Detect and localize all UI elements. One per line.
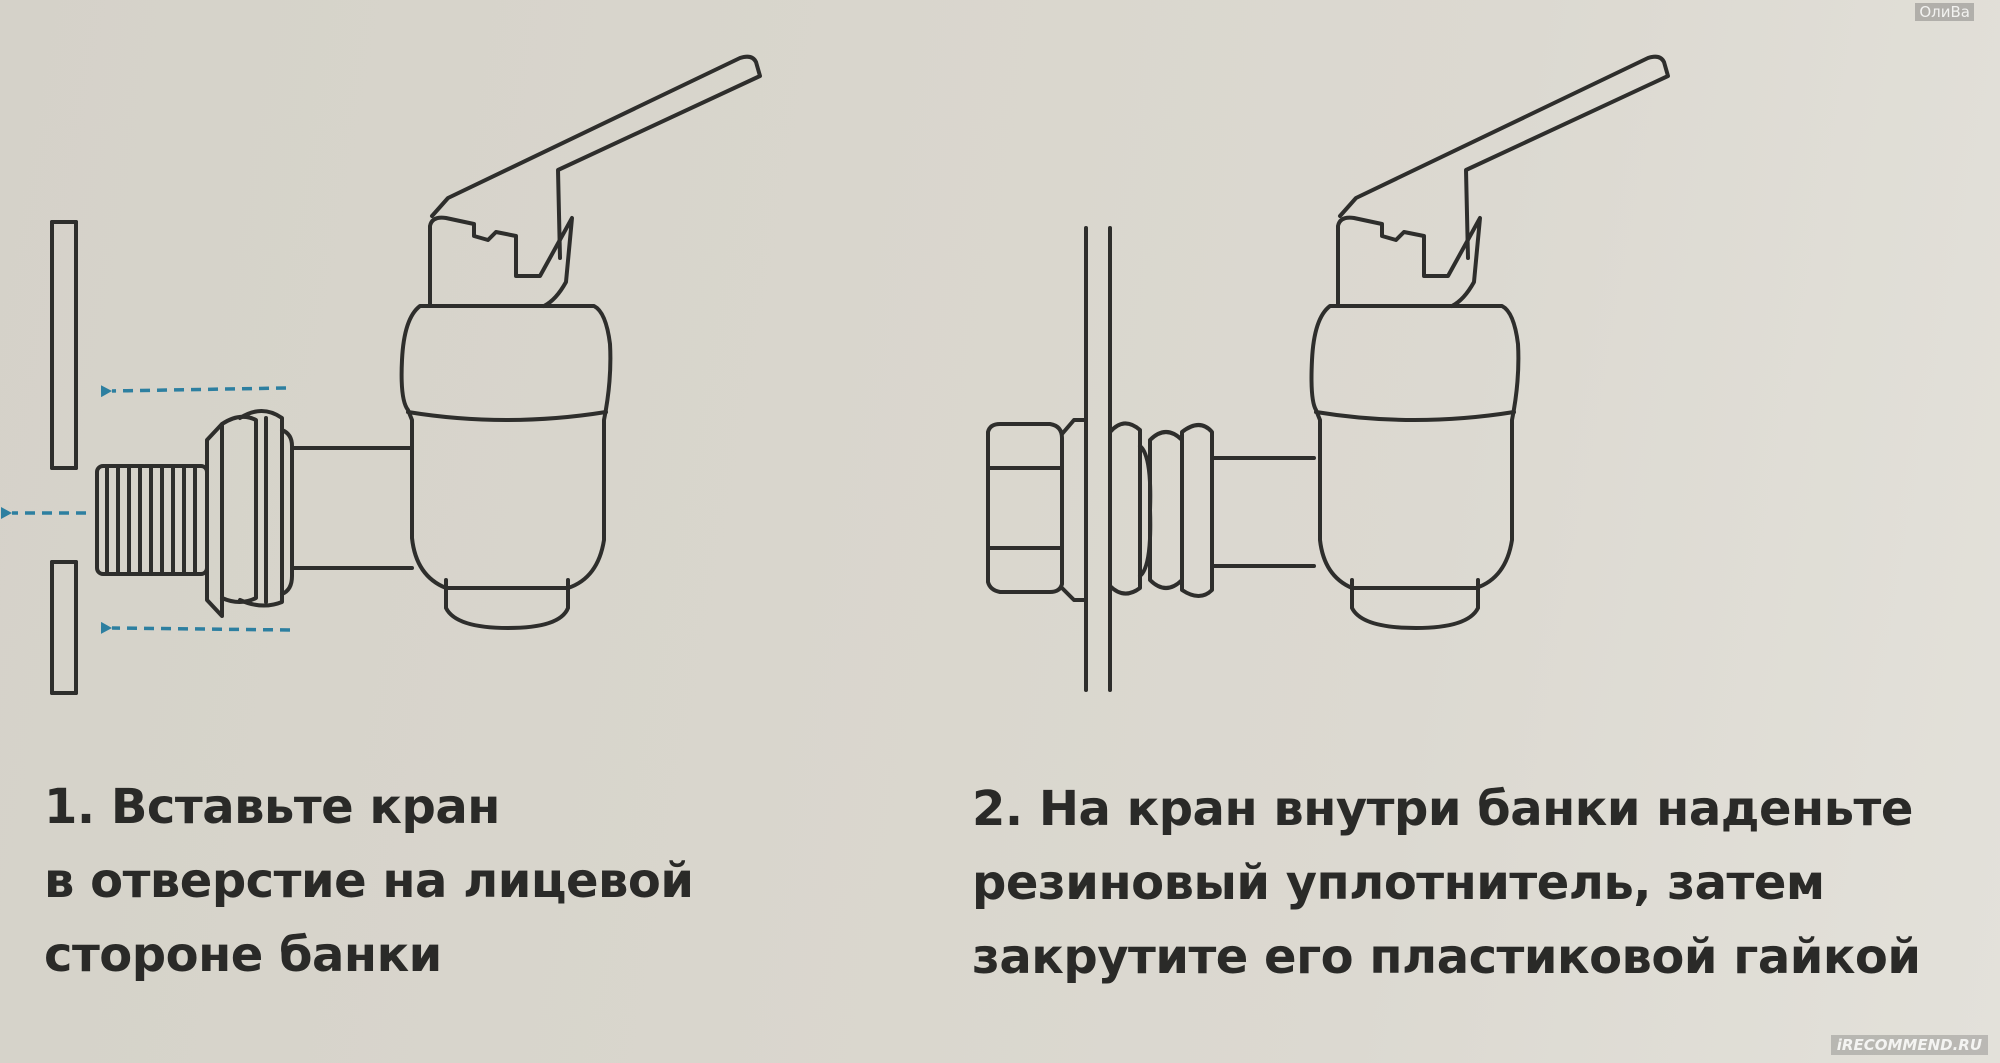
bottom-cap-1 [444, 578, 570, 630]
valve-block-2 [1336, 215, 1482, 308]
pipe-2 [1210, 456, 1316, 568]
rubber-seal [1108, 421, 1214, 598]
step-1-line-1: 1. Вставьте кран [44, 779, 500, 835]
step-2-line-3: закрутите его пластиковой гайкой [972, 929, 1921, 985]
author-watermark: ОлиВа [1915, 3, 1974, 21]
lever-2 [1338, 54, 1670, 260]
site-watermark: iRECOMMEND.RU [1830, 1035, 1988, 1055]
step-1-line-2: в отверстие на лицевой [44, 853, 694, 909]
arrow-icon [100, 621, 291, 634]
valve-block-1 [428, 215, 574, 308]
barrel-wall-1 [50, 220, 78, 695]
step-2-illustration [986, 54, 1670, 692]
barrel-wall-2 [1084, 226, 1112, 692]
thread-1 [95, 464, 209, 576]
step-1-illustration [50, 54, 762, 695]
step-2-line-1: 2. На кран внутри банки наденьте [972, 781, 1913, 837]
flange-1 [205, 409, 294, 618]
bottom-cap-2 [1350, 578, 1480, 630]
plastic-nut [986, 418, 1088, 602]
faucet-body-2 [1309, 304, 1521, 590]
step-2-caption: 2. На кран внутри банки наденьте резинов… [972, 772, 1921, 994]
step-1-caption: 1. Вставьте кран в отверстие на лицевой … [44, 770, 694, 992]
pipe-1 [290, 446, 414, 570]
insertion-arrows [0, 385, 291, 634]
step-2-line-2: резиновый уплотнитель, затем [972, 855, 1825, 911]
step-1-line-3: стороне банки [44, 927, 442, 983]
arrow-icon [100, 385, 287, 398]
lever-1 [430, 54, 762, 260]
faucet-body-1 [399, 304, 613, 590]
